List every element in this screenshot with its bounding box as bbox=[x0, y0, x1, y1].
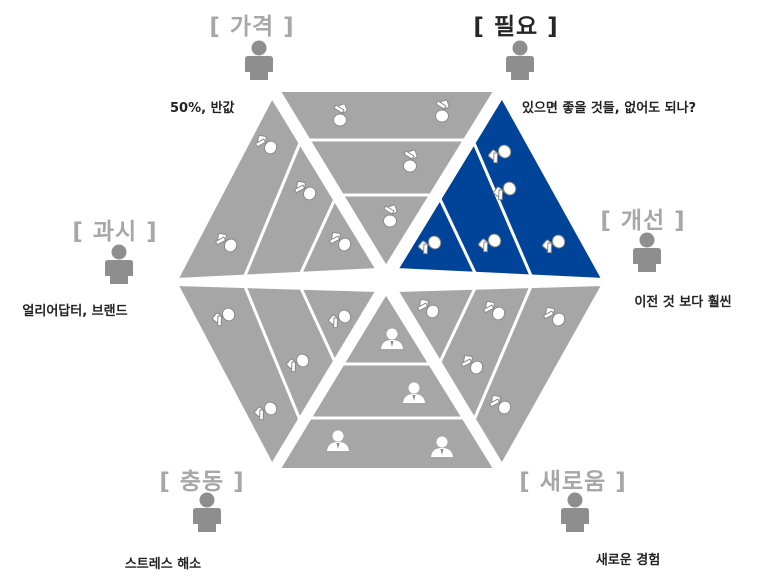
category-title-show-off: [ 과시 ] bbox=[72, 219, 158, 245]
category-desc-need: 있으면 좋을 것들, 없어도 되나? bbox=[522, 101, 697, 116]
person-icon-novelty bbox=[561, 492, 589, 532]
category-title-need: [ 필요 ] bbox=[473, 14, 559, 40]
segment-top bbox=[276, 88, 498, 270]
person-icon-impulse bbox=[193, 492, 221, 532]
person-icon-price bbox=[245, 40, 273, 80]
segment-lower-left bbox=[174, 282, 380, 468]
category-title-impulse: [ 충동 ] bbox=[159, 469, 245, 495]
category-title-price: [ 가격 ] bbox=[209, 14, 295, 40]
segment-bottom bbox=[276, 290, 498, 472]
category-desc-impulse: 스트레스 해소 bbox=[124, 557, 202, 572]
segment-upper-left bbox=[174, 94, 380, 282]
segment-upper-right bbox=[394, 94, 606, 282]
segment-lower-right bbox=[394, 282, 606, 468]
category-title-novelty: [ 새로움 ] bbox=[519, 469, 627, 495]
category-desc-show-off: 얼리어답터, 브랜드 bbox=[22, 304, 128, 319]
person-icon-improve bbox=[633, 232, 661, 272]
category-title-improve: [ 개선 ] bbox=[600, 208, 686, 234]
person-icon-need bbox=[506, 40, 534, 80]
category-desc-improve: 이전 것 보다 훨씬 bbox=[634, 295, 732, 310]
category-desc-novelty: 새로운 경험 bbox=[595, 553, 661, 568]
person-icon-show-off bbox=[105, 244, 133, 284]
category-desc-price: 50%, 반값 bbox=[170, 101, 235, 116]
